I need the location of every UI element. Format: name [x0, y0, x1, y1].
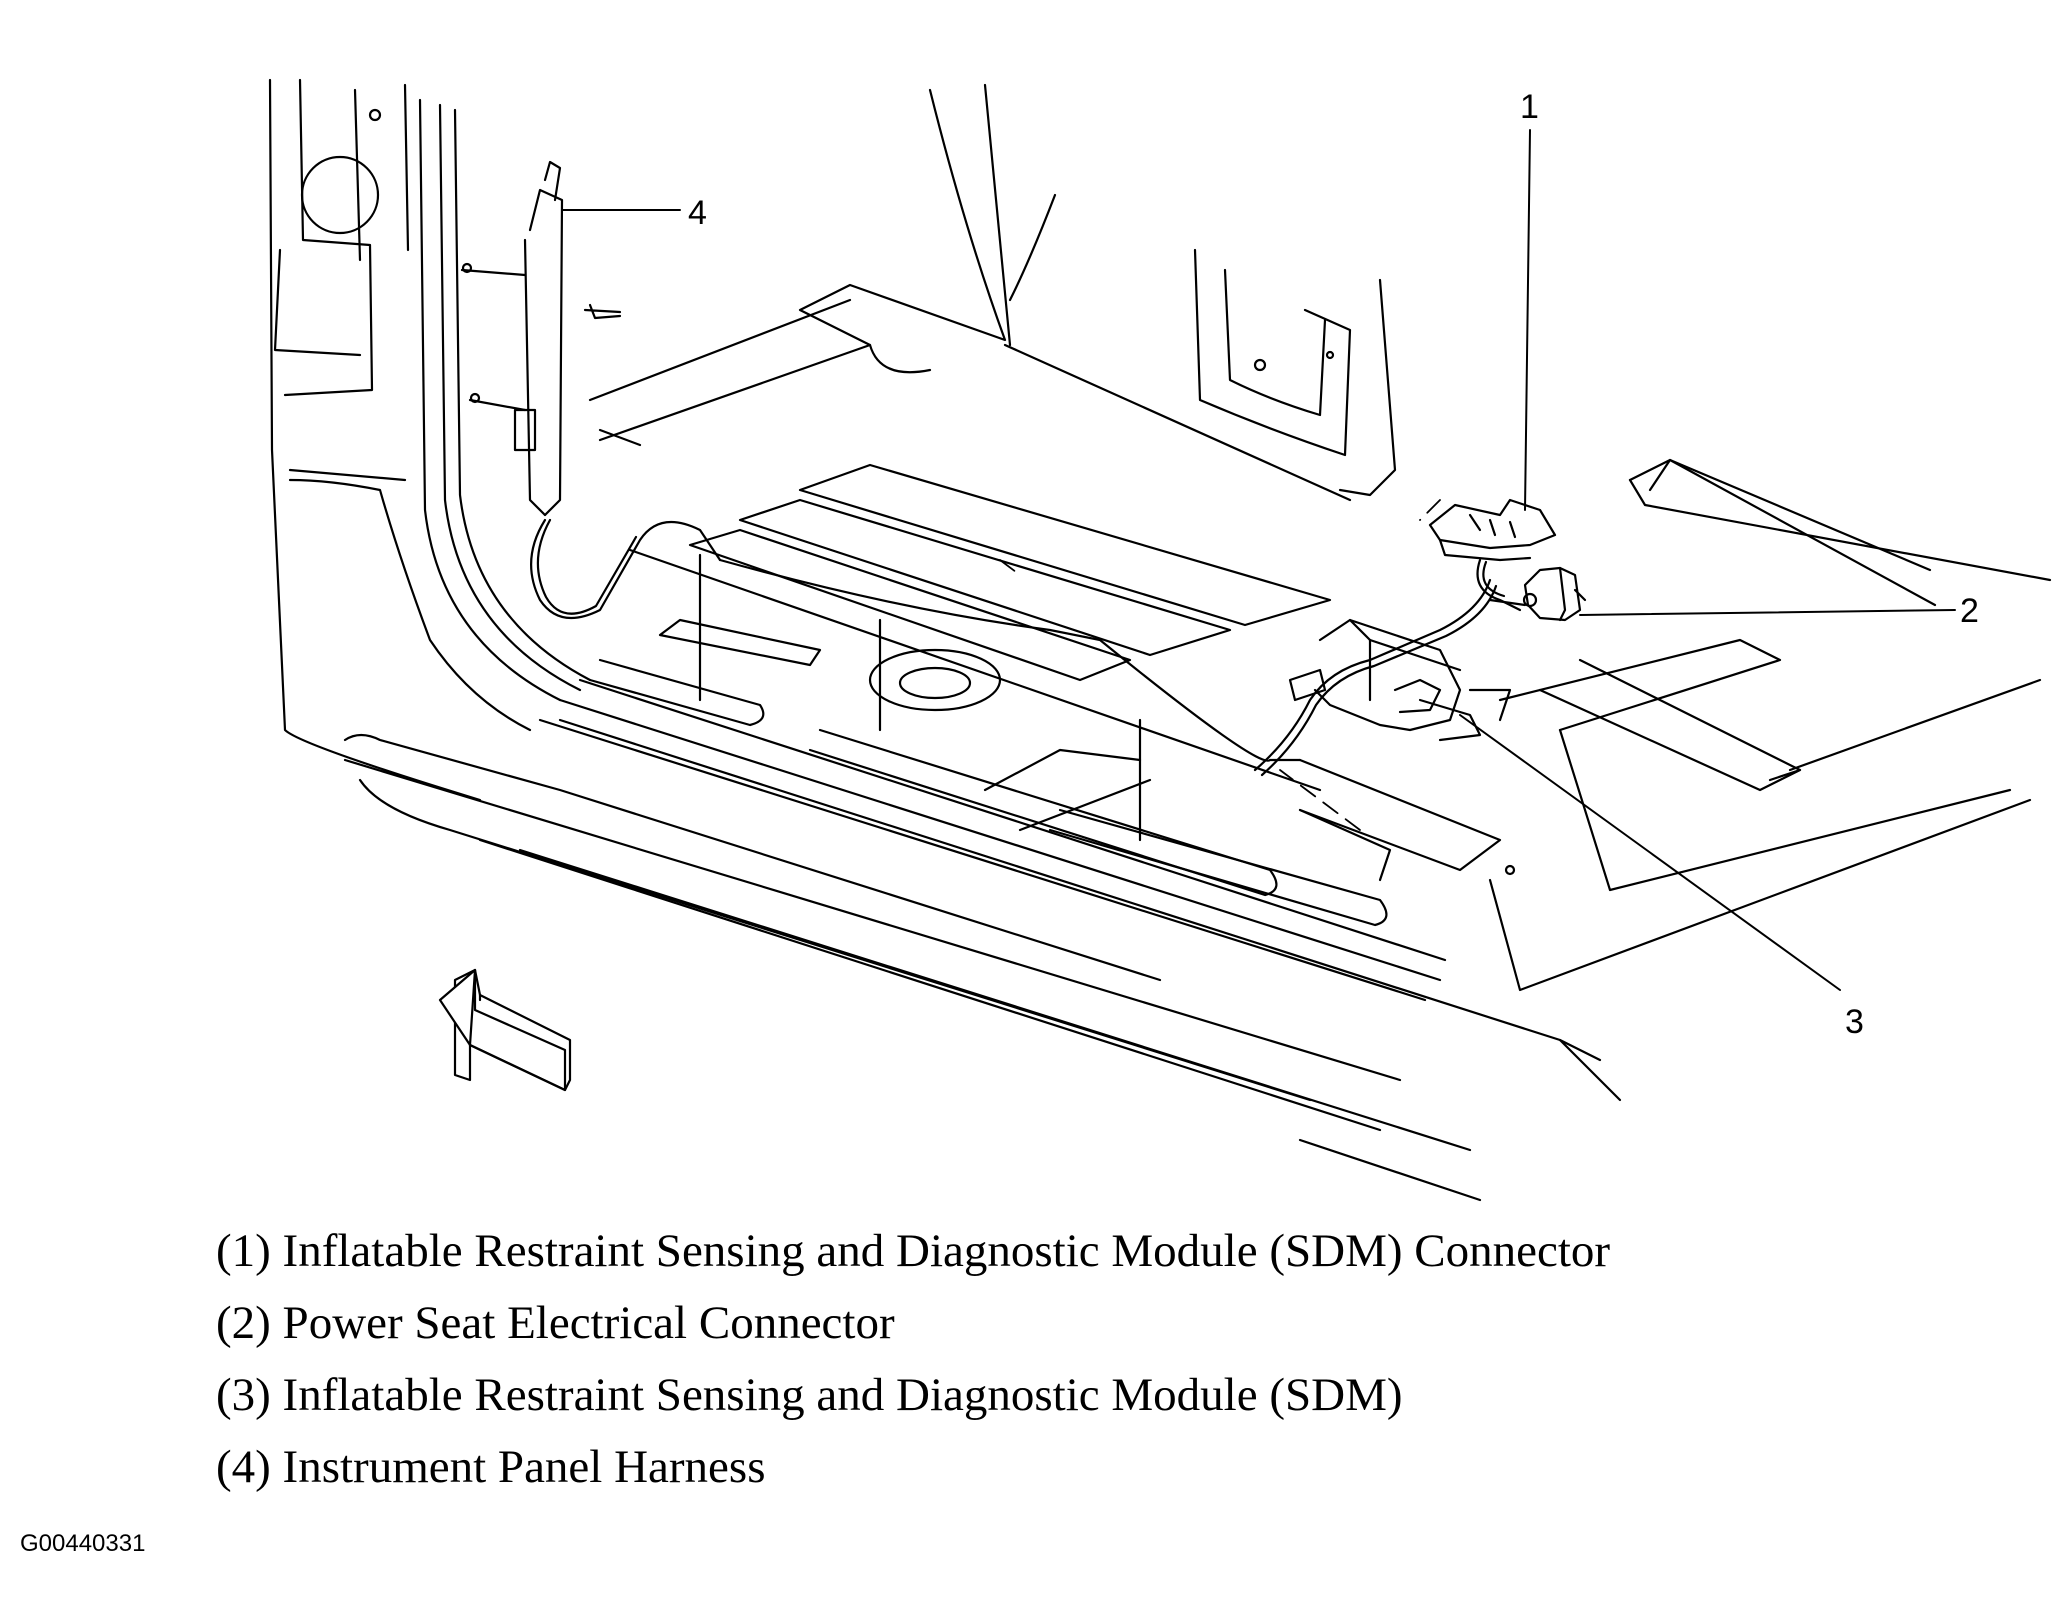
- callout-number-1: 1: [1520, 88, 1539, 126]
- legend-item-2: (2) Power Seat Electrical Connector: [216, 1297, 895, 1349]
- door-pillar: [270, 80, 590, 800]
- routing-dashes: [1000, 500, 1440, 830]
- power-seat-connector: [1490, 568, 1585, 620]
- leader-line-2: [1580, 610, 1955, 615]
- leader-line-3: [1460, 715, 1840, 990]
- callout-number-3: 3: [1845, 1003, 1864, 1041]
- leader-line-1: [1525, 130, 1530, 510]
- floor-ribs: [630, 465, 1330, 790]
- vehicle-floor-diagram: [0, 0, 2061, 1220]
- forward-arrow-icon: [440, 970, 570, 1090]
- floor-hump: [870, 650, 1500, 880]
- legend: (1) Inflatable Restraint Sensing and Dia…: [216, 1215, 1916, 1503]
- legend-item-1: (1) Inflatable Restraint Sensing and Dia…: [216, 1225, 1611, 1277]
- leader-lines: [563, 130, 1955, 990]
- right-floor: [1490, 460, 2050, 990]
- sdm-module: [720, 560, 1510, 775]
- instrument-panel-harness: [462, 162, 1140, 840]
- sdm-connector: [1430, 500, 1555, 610]
- figure-id: G00440331: [20, 1530, 146, 1557]
- rear-panel: [590, 85, 1395, 500]
- seat-rails: [345, 660, 1620, 1200]
- callout-number-4: 4: [688, 194, 707, 232]
- legend-item-4: (4) Instrument Panel Harness: [216, 1441, 766, 1493]
- callout-number-2: 2: [1960, 592, 1979, 630]
- legend-item-3: (3) Inflatable Restraint Sensing and Dia…: [216, 1369, 1403, 1421]
